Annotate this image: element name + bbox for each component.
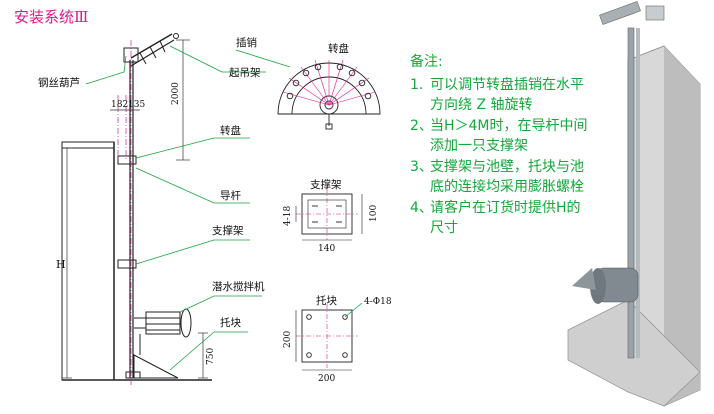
bracket-title: 托块 (316, 294, 337, 307)
leader-lines (85, 45, 291, 371)
dim-750: 750 (206, 348, 216, 365)
lift-frame (130, 33, 173, 59)
label-pin: 插销 (236, 36, 257, 49)
dim-100: 100 (369, 205, 379, 222)
bracket-detail (295, 302, 363, 371)
note-item: 4、 请客户在订货时提供H的尺寸 (410, 198, 590, 239)
notes-block: 备注: 1. 可以调节转盘插销在水平方向绕 Z 轴旋转 2、 当H＞4M时，在导… (410, 52, 590, 239)
dim-4-18: 4-18 (283, 206, 293, 226)
page-title: 安装系统Ⅲ (14, 8, 89, 26)
label-lift-frame: 起吊架 (229, 67, 261, 79)
hoist-render (645, 5, 665, 21)
label-support-frame: 支撑架 (212, 224, 244, 237)
note-number: 2、 (410, 117, 433, 134)
mixer-propeller (180, 308, 192, 338)
label-bracket: 托块 (220, 316, 241, 329)
note-text: 可以调节转盘插销在水平方向绕 Z 轴旋转 (430, 76, 584, 114)
note-item: 2、 当H＞4M时，在导杆中间添加一只支撑架 (410, 116, 590, 157)
note-text: 支撑架与池壁，托块与池底的连接均采用膨胀螺栓 (430, 158, 584, 196)
turntable-title: 转盘 (328, 42, 349, 55)
note-item: 3、 支撑架与池壁，托块与池底的连接均采用膨胀螺栓 (410, 157, 590, 198)
turntable-detail (277, 59, 381, 130)
note-item: 1. 可以调节转盘插销在水平方向绕 Z 轴旋转 (410, 75, 590, 116)
centerlines (117, 40, 132, 385)
dim-140: 140 (318, 244, 335, 254)
dim-182: 182 (111, 100, 128, 110)
note-number: 4、 (410, 199, 433, 216)
label-mixer: 潜水搅拌机 (212, 280, 265, 293)
dimension-lines (62, 39, 208, 379)
mixer-body (145, 311, 181, 335)
label-guide-rod: 导杆 (220, 189, 241, 202)
label-turntable: 转盘 (220, 124, 241, 137)
dim-200-vertical: 200 (283, 331, 293, 348)
propeller-render (572, 268, 596, 290)
lift-frame-render (599, 1, 641, 25)
note-text: 当H＞4M时，在导杆中间添加一只支撑架 (430, 117, 588, 155)
turntable-part (117, 155, 137, 165)
dim-135: 135 (128, 100, 145, 110)
bracket-shape (133, 354, 179, 379)
dim-h: H (56, 258, 66, 271)
note-number: 3、 (410, 158, 433, 175)
notes-heading: 备注: (410, 54, 443, 70)
elevation-view (61, 33, 212, 381)
support-frame-detail (295, 188, 363, 241)
note-text: 请客户在订货时提供H的尺寸 (430, 199, 581, 237)
dim-2000: 2000 (171, 82, 181, 105)
dim-200-horizontal: 200 (318, 374, 335, 384)
render-3d (567, 1, 701, 407)
guide-rod-render (627, 27, 635, 359)
dim-4-phi18: 4-Φ18 (364, 297, 392, 307)
support-frame-title: 支撑架 (310, 178, 342, 191)
note-number: 1. (410, 76, 424, 93)
label-wire-rope: 钢丝葫芦 (38, 76, 80, 89)
pool-wall (61, 141, 115, 381)
